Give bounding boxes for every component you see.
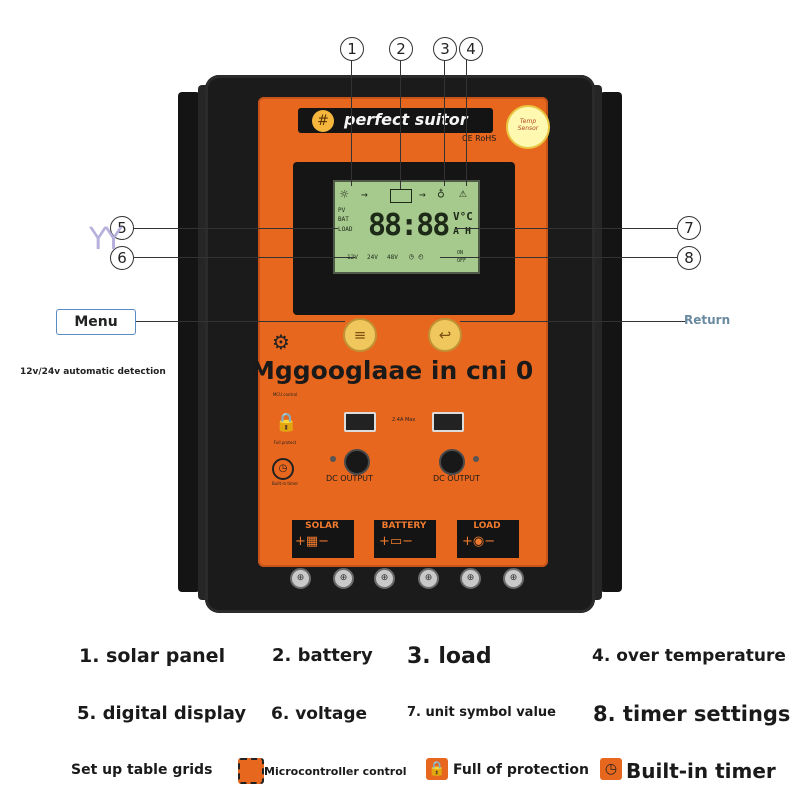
feature-2: 2. battery (272, 645, 373, 666)
callout-8: 8 (677, 246, 701, 270)
feature-1: 1. solar panel (79, 645, 226, 667)
terminal-screw-1: ⊕ (290, 568, 311, 589)
temp-sensor: Temp Sensor (506, 105, 550, 149)
side-note: 12v/24v automatic detection (20, 367, 166, 377)
solar-panel-icon: +▦− (295, 534, 330, 549)
lcd-display: ☼ → → ♁ ⚠ PV BAT LOAD 88:88 V°C A H 12V … (333, 180, 480, 274)
dc-output-label-left: DC OUTPUT (326, 474, 373, 483)
lcd-volt-24: 24V (367, 254, 378, 261)
protect-label: Full protect (273, 440, 297, 445)
return-label: Return (684, 313, 731, 327)
battery-terminal-icon: +▭− (379, 534, 414, 549)
callout-7: 7 (677, 216, 701, 240)
clock-icon: ◷ (272, 458, 294, 480)
callout-1: 1 (340, 37, 364, 61)
timer-label: Built-in timer (271, 481, 299, 486)
gear-icon: ⚙ (272, 330, 290, 354)
legend-timer: Built-in timer (626, 759, 776, 783)
temp-sensor-label-1: Temp (519, 118, 537, 125)
callout-line-4 (466, 59, 467, 186)
terminal-screw-3: ⊕ (374, 568, 395, 589)
brand-logo-icon: # (312, 110, 334, 132)
feature-4: 4. over temperature (592, 646, 786, 666)
return-leader-line (460, 321, 685, 322)
status-led-left (330, 456, 336, 462)
callout-line-1 (351, 59, 352, 186)
legend-grids: Set up table grids (71, 762, 213, 778)
warning-icon: ⚠ (459, 186, 467, 201)
temp-sensor-label-2: Sensor (517, 125, 539, 132)
status-led-right (473, 456, 479, 462)
feature-8: 8. timer settings (593, 702, 791, 726)
dc-output-jack-left[interactable] (344, 449, 370, 475)
lock-icon: 🔒 (275, 412, 298, 433)
usb-port-right[interactable] (432, 412, 464, 432)
callout-line-5 (133, 228, 338, 229)
callout-5: 5 (110, 216, 134, 240)
terminal-label-battery: BATTERY (381, 521, 427, 531)
terminal-slot-battery (374, 520, 436, 558)
overlay-text: Mggooglaae in cni 0 (250, 356, 534, 385)
callout-3: 3 (433, 37, 457, 61)
timer-icon: ◷ (600, 758, 622, 780)
feature-3: 3. load (407, 644, 492, 669)
menu-leader-line (135, 321, 345, 322)
arrow-icon: → (419, 188, 426, 201)
load-terminal-icon: +◉− (462, 534, 496, 549)
battery-icon (390, 189, 412, 203)
lcd-digits: 88:88 (368, 208, 450, 243)
terminal-screw-4: ⊕ (418, 568, 439, 589)
feature-7: 7. unit symbol value (407, 705, 556, 720)
callout-2: 2 (389, 37, 413, 61)
chip-icon (238, 758, 264, 784)
callout-6: 6 (110, 246, 134, 270)
mcu-label: MCU control (272, 392, 298, 397)
lcd-off: OFF (457, 258, 467, 264)
lcd-unit-amp-hour: A H (453, 226, 472, 237)
heatsink-fin-right-outer (600, 92, 622, 592)
terminal-slot-load (457, 520, 519, 558)
terminal-label-solar: SOLAR (305, 521, 339, 531)
bulb-icon: ♁ (437, 186, 445, 201)
callout-line-3 (444, 59, 445, 186)
callout-line-2 (400, 59, 401, 189)
dc-output-label-right: DC OUTPUT (433, 474, 480, 483)
terminal-screw-2: ⊕ (333, 568, 354, 589)
timer-icon: ◷ ◴ (409, 252, 424, 261)
feature-6: 6. voltage (271, 704, 368, 724)
feature-5: 5. digital display (77, 703, 247, 724)
arrow-icon: → (361, 188, 368, 201)
return-button[interactable]: ↩ (428, 318, 462, 352)
lcd-unit-volt-temp: V°C (453, 210, 473, 223)
usb-rating: 2.4A Max (392, 417, 416, 423)
lcd-on: ON (457, 250, 464, 256)
heatsink-fin-left-outer (178, 92, 200, 592)
callout-line-7 (455, 228, 677, 229)
dc-output-jack-right[interactable] (439, 449, 465, 475)
callout-line-8 (440, 257, 677, 258)
legend-protection: Full of protection (453, 762, 589, 778)
solar-icon: ☼ (340, 187, 349, 203)
menu-button[interactable]: ≡ (343, 318, 377, 352)
terminal-screw-6: ⊕ (503, 568, 524, 589)
watermark: YY (89, 222, 123, 257)
terminal-slot-solar (292, 520, 354, 558)
lcd-volt-48: 48V (387, 254, 398, 261)
lcd-label-pv: PV (338, 207, 346, 214)
usb-port-left[interactable] (344, 412, 376, 432)
menu-label-box: Menu (56, 309, 136, 335)
lock-icon: 🔒 (426, 758, 448, 780)
menu-label: Menu (74, 314, 118, 330)
legend-mcu: Microcontroller control (264, 765, 407, 778)
certification-marks: CE RoHS (462, 134, 497, 143)
callout-line-6 (133, 257, 355, 258)
lcd-label-load: LOAD (338, 226, 353, 233)
brand-name: perfect suitor (344, 110, 468, 129)
lcd-label-bat: BAT (338, 216, 349, 223)
callout-4: 4 (459, 37, 483, 61)
terminal-screw-5: ⊕ (460, 568, 481, 589)
terminal-label-load: LOAD (473, 521, 501, 531)
